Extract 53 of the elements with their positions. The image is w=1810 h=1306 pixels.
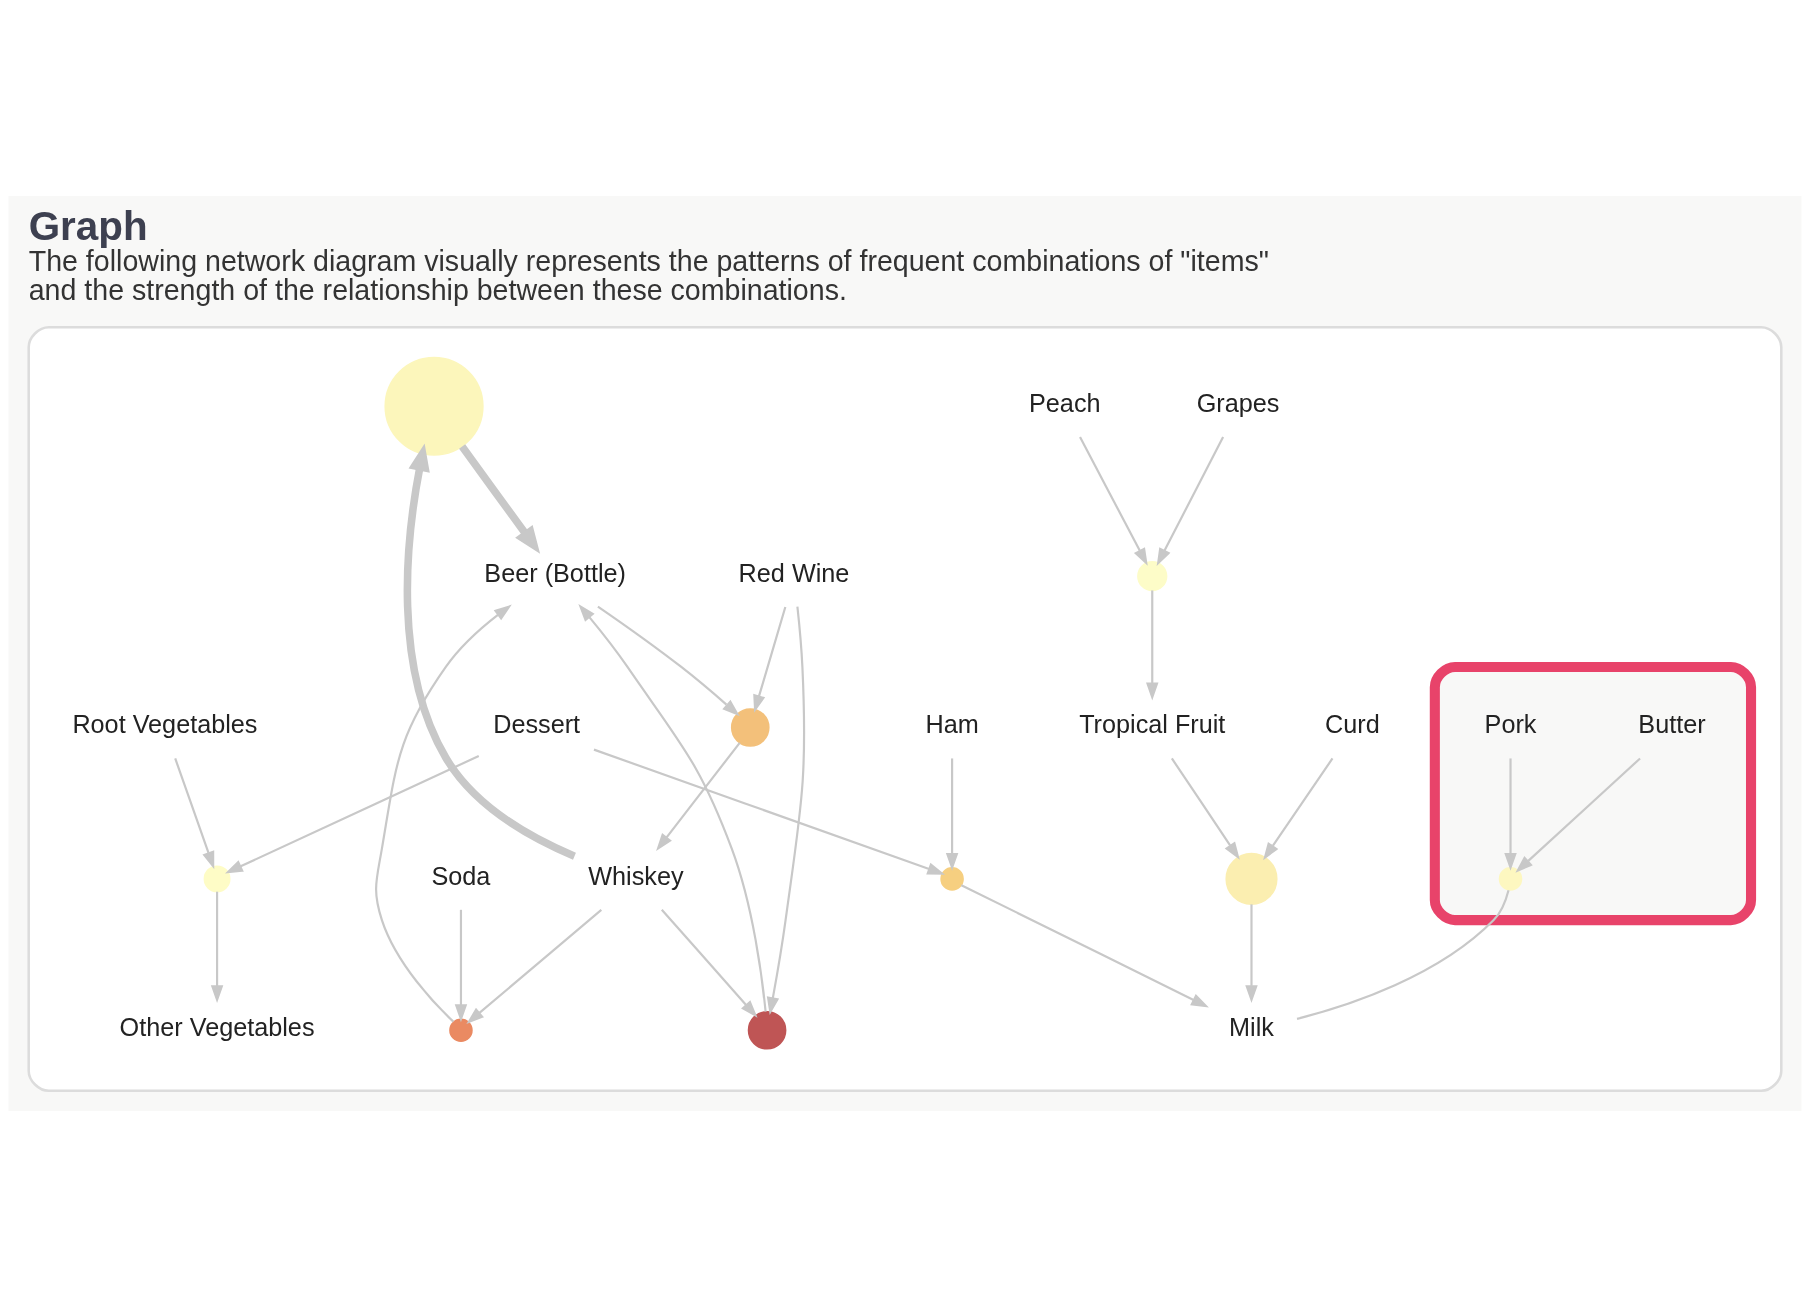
arrow xyxy=(375,604,512,1022)
node-circle xyxy=(1137,560,1168,591)
node-text: Tropical Fruit xyxy=(1079,709,1226,738)
node-text: Grapes xyxy=(1196,388,1280,417)
arrow xyxy=(1515,757,1641,873)
node-text: Ham xyxy=(925,709,979,738)
cluster xyxy=(27,325,1783,1092)
arrow xyxy=(1170,757,1240,860)
arrow xyxy=(466,908,603,1024)
arrow xyxy=(459,443,541,554)
arrow xyxy=(403,443,576,860)
node-text: Dessert xyxy=(493,709,581,738)
arrow xyxy=(945,757,959,871)
arrow xyxy=(656,741,741,851)
arrow xyxy=(597,605,740,716)
node-text: Milk xyxy=(1229,1012,1274,1041)
node-text: Soda xyxy=(431,861,491,890)
node-text: Root Vegetables xyxy=(72,709,258,738)
arrow xyxy=(960,883,1209,1008)
arrow xyxy=(225,754,480,874)
arrow xyxy=(1245,903,1258,1003)
arrow xyxy=(753,606,787,713)
node-text: Other Vegetables xyxy=(119,1012,315,1041)
arrow xyxy=(1504,757,1517,871)
arrow xyxy=(766,606,806,1015)
node-text: Whiskey xyxy=(588,861,684,890)
arrow xyxy=(578,603,767,1012)
node-circle xyxy=(940,866,964,891)
arrow xyxy=(1263,757,1334,860)
node-text: Curd xyxy=(1325,709,1380,738)
arrow xyxy=(1156,435,1225,566)
node-text: Peach xyxy=(1029,388,1101,417)
arrow xyxy=(454,909,468,1022)
arrow xyxy=(174,757,215,869)
connector xyxy=(1296,889,1510,1020)
node-text: Red Wine xyxy=(738,558,850,587)
node-text: Butter xyxy=(1638,709,1706,738)
node-circle xyxy=(730,707,770,747)
node-circle xyxy=(203,864,231,892)
node-text: Pork xyxy=(1484,709,1537,738)
node-circle xyxy=(1498,866,1523,891)
node-circle xyxy=(449,1018,473,1042)
node-circle xyxy=(747,1010,787,1050)
node-circle xyxy=(384,356,484,456)
node-text: Beer (Bottle) xyxy=(484,558,626,587)
arrow xyxy=(593,748,946,875)
node-circle xyxy=(1225,852,1278,905)
arrow xyxy=(1146,589,1159,700)
cluster xyxy=(1429,661,1757,925)
diagram-title: Graph xyxy=(28,202,148,249)
arrow xyxy=(661,908,758,1018)
arrow xyxy=(1079,435,1148,566)
arrow xyxy=(210,891,224,1003)
